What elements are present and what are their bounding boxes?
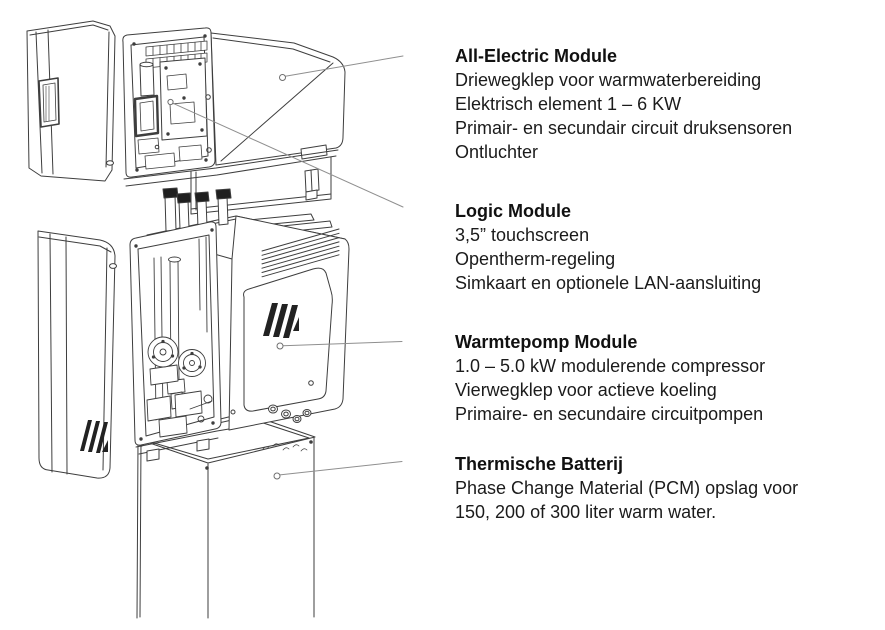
vent-slats [261, 228, 340, 278]
label-all-electric-module: All-Electric Module Driewegklep voor war… [455, 44, 792, 164]
bottom-pipe-connections [268, 404, 312, 423]
circulation-pump [178, 349, 206, 377]
section-line: Vierwegklep voor actieve koeling [455, 380, 717, 400]
brand-logo [80, 420, 108, 453]
section-line: Primaire- en secundaire circuitpompen [455, 404, 764, 424]
panel-pin [106, 160, 114, 166]
exploded-view-illustration [26, 20, 404, 619]
front-panel-bottom [37, 230, 117, 479]
circulation-pump [147, 336, 179, 368]
section-line: Elektrisch element 1 – 6 KW [455, 94, 682, 114]
section-title: Warmtepomp Module [455, 332, 638, 352]
circuit-board [159, 57, 208, 141]
leader-dot-warmtepomp [276, 342, 284, 350]
section-title: Logic Module [455, 201, 571, 221]
leader-warmtepomp [282, 341, 403, 347]
label-thermische-batterij: Thermische Batterij Phase Change Materia… [455, 452, 798, 524]
leader-dot-logic [167, 98, 174, 106]
section-line: 1.0 – 5.0 kW modulerende compressor [455, 356, 766, 376]
brand-logo [263, 303, 299, 338]
logo-shield [243, 267, 333, 412]
section-line: 150, 200 of 300 liter warm water. [455, 502, 717, 522]
section-line: Phase Change Material (PCM) opslag voor [455, 478, 799, 498]
front-panel-top [26, 20, 116, 182]
section-line: Simkaart en optionele LAN-aansluiting [455, 273, 762, 293]
plinth-drawing [190, 156, 332, 215]
panel-pin [109, 263, 117, 269]
all-electric-module-drawing [122, 27, 346, 187]
label-warmtepomp-module: Warmtepomp Module 1.0 – 5.0 kW moduleren… [455, 330, 765, 426]
section-line: Ontluchter [455, 142, 539, 162]
section-line: Opentherm-regeling [455, 249, 616, 269]
label-logic-module: Logic Module 3,5” touchscreen Opentherm-… [455, 199, 761, 295]
section-title: Thermische Batterij [455, 454, 624, 474]
section-line: 3,5” touchscreen [455, 225, 590, 245]
label-column: All-Electric Module Driewegklep voor war… [455, 0, 883, 630]
leader-lines [167, 55, 404, 480]
thermal-battery-drawing [136, 412, 316, 619]
section-line: Driewegklep voor warmwaterbereiding [455, 70, 762, 90]
leader-all-electric [284, 55, 404, 77]
heatpump-module-drawing [129, 187, 350, 462]
hydraulic-internals [146, 236, 213, 438]
leader-dot-all-electric [279, 74, 286, 81]
leader-thermische-batterij [279, 461, 403, 476]
leader-logic [172, 102, 404, 208]
water-pipes [162, 187, 232, 232]
leader-dot-thermische-batterij [273, 472, 281, 480]
section-line: Primair- en secundair circuit druksensor… [455, 118, 793, 138]
section-title: All-Electric Module [455, 46, 618, 66]
